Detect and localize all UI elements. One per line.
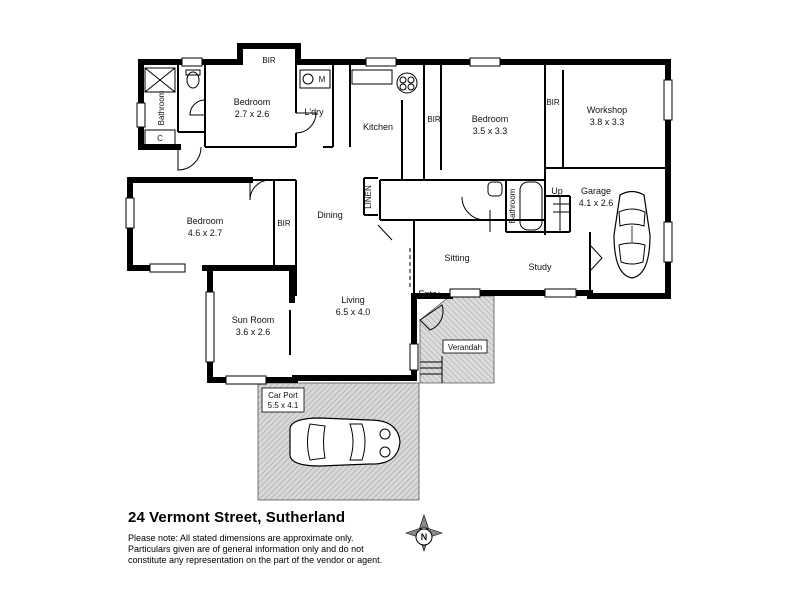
verandah-label-box <box>442 339 488 354</box>
entry-label: Entry <box>418 289 440 299</box>
doors <box>177 99 603 331</box>
ldry-label: L'dry <box>304 107 324 117</box>
sunroom-name: Sun Room <box>232 315 275 325</box>
room-labels: Bathroom C BIR Bedroom 2.7 x 2.6 L'dry M… <box>157 56 627 410</box>
bir-top-label: BIR <box>262 56 276 65</box>
workshop-name: Workshop <box>587 105 627 115</box>
dining-label: Dining <box>317 210 343 220</box>
carport-label-box <box>261 387 305 413</box>
up-label: Up <box>551 186 563 196</box>
verandah-area <box>419 295 495 384</box>
bedroom2-name: Bedroom <box>472 114 509 124</box>
compass-label: N <box>421 532 428 542</box>
kitchen-label: Kitchen <box>363 122 393 132</box>
compass-north-icon <box>415 528 433 546</box>
garage-name: Garage <box>581 186 611 196</box>
disclaimer-line: constitute any representation on the par… <box>128 555 383 565</box>
disclaimer: Please note: All stated dimensions are a… <box>128 533 388 566</box>
workshop-dim: 3.8 x 3.3 <box>590 117 625 127</box>
bedroom2-dim: 3.5 x 3.3 <box>473 126 508 136</box>
bir-left-label: BIR <box>277 219 291 228</box>
carport-name: Car Port <box>268 391 299 400</box>
carport-dim: 5.5 x 4.1 <box>268 401 299 410</box>
sunroom-dim: 3.6 x 2.6 <box>236 327 271 337</box>
bathroom-mid-label: Bathroom <box>508 188 517 223</box>
garage-car-icon <box>613 190 651 279</box>
bedroom3-dim: 4.6 x 2.7 <box>188 228 223 238</box>
fixtures <box>144 67 570 383</box>
garage-dim: 4.1 x 2.6 <box>579 198 614 208</box>
m-label: M <box>319 75 326 84</box>
linen-label: LINEN <box>364 185 373 209</box>
interior-walls <box>177 62 668 355</box>
verandah-label: Verandah <box>448 343 482 352</box>
bathroom-left-label: Bathroom <box>157 90 166 125</box>
property-address: 24 Vermont Street, Sutherland <box>128 509 346 526</box>
living-name: Living <box>341 295 365 305</box>
bedroom1-dim: 2.7 x 2.6 <box>235 109 270 119</box>
sitting-label: Sitting <box>444 253 469 263</box>
bir-right-label: BIR <box>546 98 560 107</box>
living-dim: 6.5 x 4.0 <box>336 307 371 317</box>
bedroom3-name: Bedroom <box>187 216 224 226</box>
disclaimer-line: Particulars given are of general informa… <box>128 544 364 554</box>
c-label: C <box>157 134 163 143</box>
bir-mid-label: BIR <box>427 115 441 124</box>
windows <box>125 57 673 385</box>
bedroom1-name: Bedroom <box>234 97 271 107</box>
exterior-walls <box>127 43 671 383</box>
compass: N <box>405 514 443 552</box>
disclaimer-line: Please note: All stated dimensions are a… <box>128 533 354 543</box>
study-label: Study <box>528 262 552 272</box>
carport-car-icon <box>289 417 401 467</box>
